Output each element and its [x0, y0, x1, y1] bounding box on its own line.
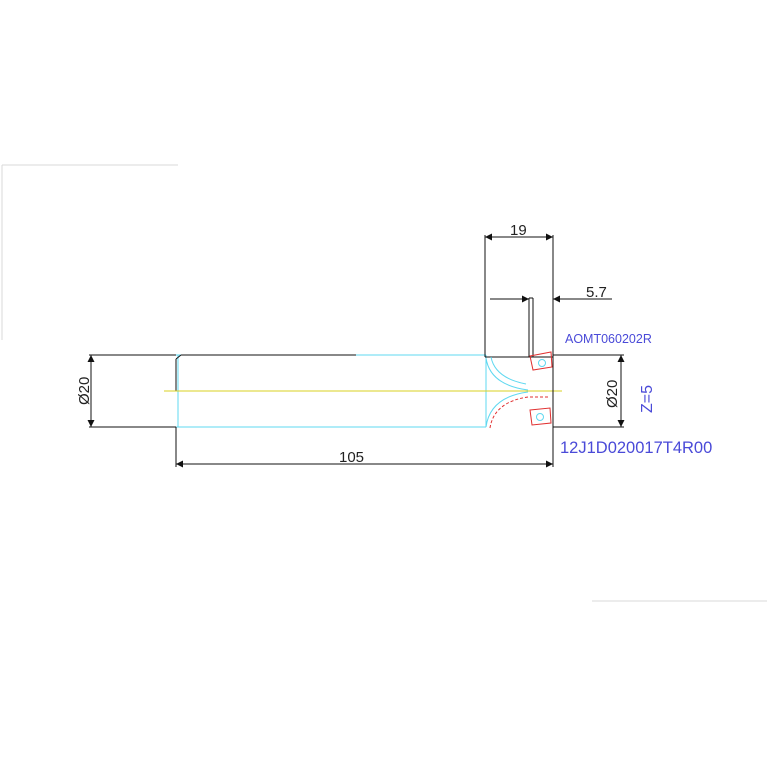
dim-head-width: 19: [485, 222, 553, 241]
flute-curve: [489, 396, 548, 429]
insert-code-label: AOMT060202R: [565, 332, 652, 346]
dim-shank-diameter: [87, 354, 176, 428]
flute-count-label: Z=5: [639, 385, 656, 413]
insert-top: [529, 351, 553, 371]
dim-head-diameter-label: Ø20: [604, 380, 621, 408]
cutter-head: [484, 235, 554, 427]
dim-overall-length-label: 105: [339, 449, 364, 466]
dim-shank-diameter-label: Ø20: [76, 377, 93, 405]
dim-head-diameter: [553, 354, 625, 428]
sheet-frame: [1, 164, 767, 602]
dim-overall-length: [175, 427, 554, 468]
shank-outline: [175, 354, 552, 392]
dim-insert-offset-label: 5.7: [586, 284, 607, 301]
flute-curve-upper: [490, 356, 527, 385]
tool-code-label: 12J1D020017T4R00: [560, 439, 712, 457]
dim-head-width-label: 19: [510, 222, 527, 239]
insert-bottom: [529, 407, 552, 426]
